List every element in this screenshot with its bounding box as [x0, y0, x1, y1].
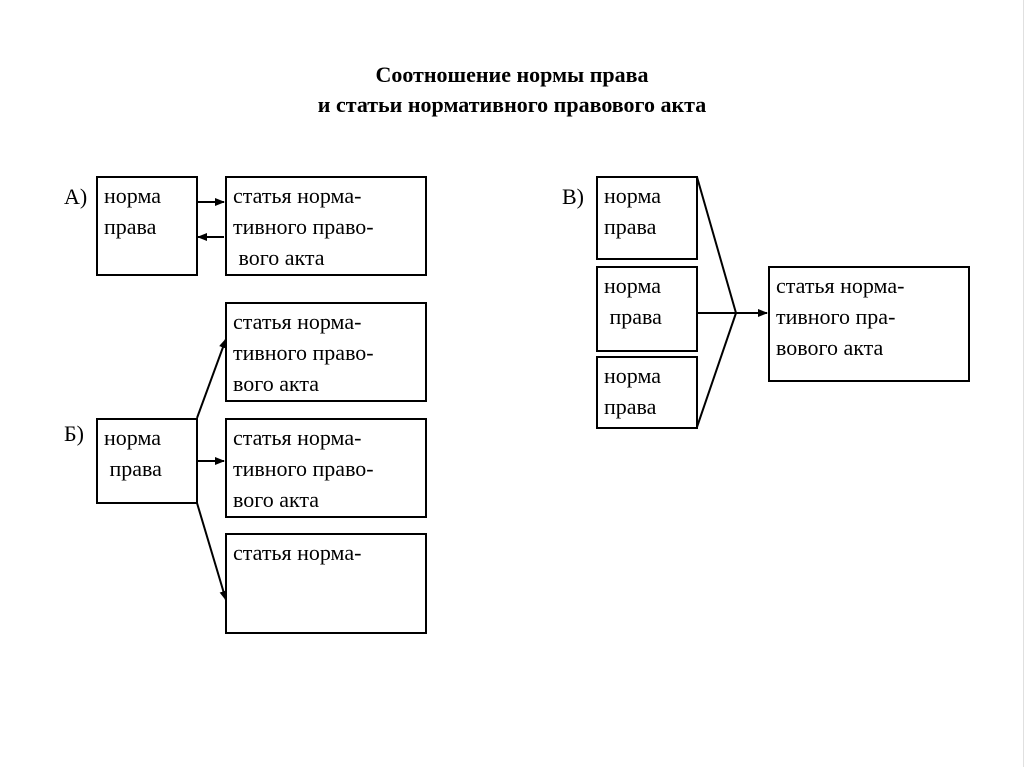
- section-c-norm-box-2: норма права: [596, 266, 698, 352]
- section-b-article-box-2: статья норма- тивного право- вого акта: [225, 418, 427, 518]
- section-a-label: А): [64, 184, 88, 209]
- section-c-norm-box-3: норма права: [596, 356, 698, 429]
- line-c-norm-1: [696, 176, 737, 314]
- section-b-article-box-3: статья норма-: [225, 533, 427, 634]
- section-c-norm-box-1: норма права: [596, 176, 698, 260]
- title-line-1: Соотношение нормы права: [375, 62, 649, 87]
- slide-title: Соотношение нормы права и статьи нормати…: [0, 60, 1024, 120]
- arrow-b-to-article-3: [196, 502, 228, 601]
- line-c-norm-3: [696, 312, 737, 428]
- arrow-b-to-article-1: [196, 338, 227, 419]
- title-line-2: и статьи нормативного правового акта: [317, 92, 707, 117]
- section-a-norm-box: норма права: [96, 176, 198, 276]
- section-b-label: Б): [64, 421, 84, 446]
- section-c-article-box: статья норма- тивного пра- вового акта: [768, 266, 970, 382]
- section-b-norm-box: норма права: [96, 418, 198, 504]
- section-b-article-box-1: статья норма- тивного право- вого акта: [225, 302, 427, 402]
- section-c-label: В): [562, 184, 584, 209]
- section-a-article-box: статья норма- тивного право- вого акта: [225, 176, 427, 276]
